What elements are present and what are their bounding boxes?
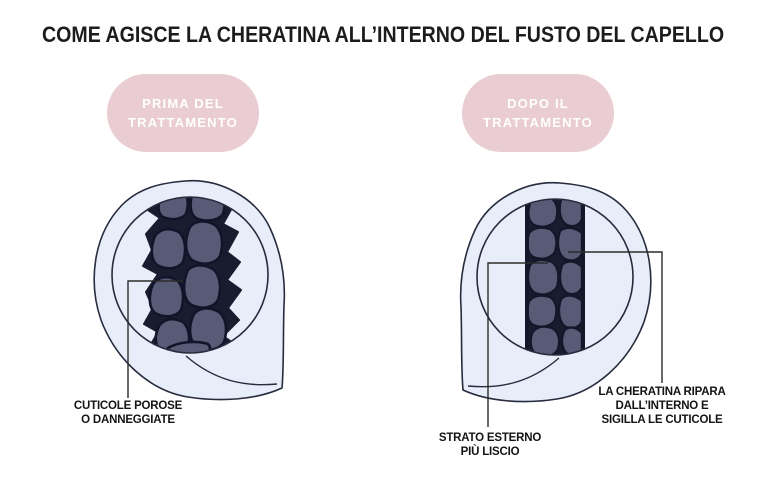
badge-before-line2: TRATTAMENTO (128, 115, 238, 130)
label-keratin-line2: DALL’INTERNO E (615, 400, 709, 412)
damaged-hair-shaft (142, 197, 242, 353)
badge-before-line1: PRIMA DEL (142, 96, 224, 111)
label-smooth-line1: STRATO ESTERNO (438, 432, 542, 444)
label-smoother-outer-layer: STRATO ESTERNO PIÙ LISCIO (405, 431, 575, 459)
badge-before-treatment: PRIMA DEL TRATTAMENTO (107, 74, 259, 152)
callout-line-keratin (568, 251, 663, 383)
label-keratin-repairs: LA CHERATINA RIPARA DALL’INTERNO E SIGIL… (577, 385, 747, 427)
badge-after-line1: DOPO IL (507, 96, 569, 111)
smooth-hair-shaft (525, 199, 585, 355)
callout-line-damaged (127, 280, 183, 398)
label-damaged-line2: O DANNEGGIATE (81, 414, 175, 426)
label-damaged-line1: CUTICOLE POROSE (73, 400, 183, 412)
smooth-hair-magnifier-icon (459, 181, 663, 427)
label-keratin-line1: LA CHERATINA RIPARA (598, 386, 726, 398)
swoosh-line (185, 355, 278, 386)
label-damaged-cuticles: CUTICOLE POROSE O DANNEGGIATE (43, 399, 213, 427)
callout-line-smooth (487, 262, 548, 427)
label-smooth-line2: PIÙ LISCIO (460, 446, 520, 458)
swoosh-line (467, 357, 560, 388)
badge-after-treatment: DOPO IL TRATTAMENTO (462, 74, 614, 152)
page-title: COME AGISCE LA CHERATINA ALL’INTERNO DEL… (42, 22, 725, 47)
label-keratin-line3: SIGILLA LE CUTICOLE (601, 414, 723, 426)
lens-circle (111, 196, 269, 354)
badge-after-line2: TRATTAMENTO (483, 115, 593, 130)
lens-circle (476, 198, 634, 356)
damaged-hair-magnifier-icon (93, 179, 286, 401)
